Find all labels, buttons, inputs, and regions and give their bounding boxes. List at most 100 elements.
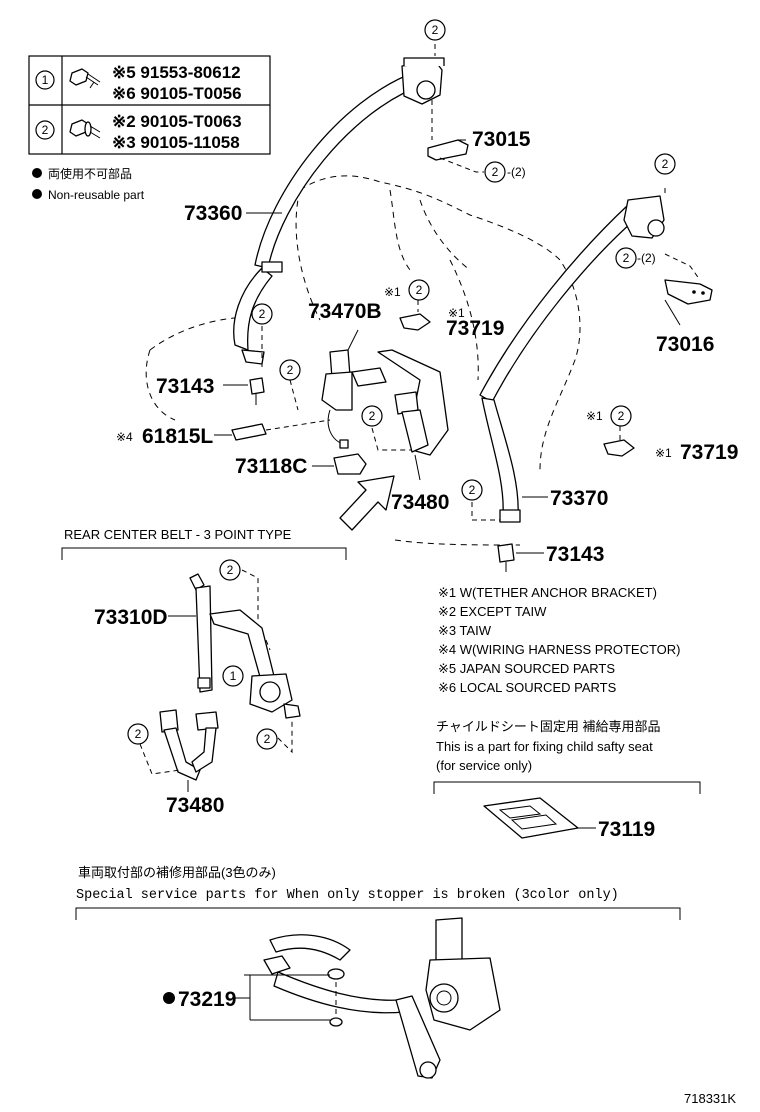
part-number-73219: 73219 [178, 988, 236, 1011]
svg-text:2: 2 [287, 363, 294, 377]
leader-bolt-right [471, 502, 500, 521]
bolt-icon [69, 68, 101, 89]
part-number-73370: 73370 [550, 487, 608, 510]
note-x1-73719-lower: ※1 [586, 409, 603, 423]
svg-text:(for service only): (for service only) [436, 758, 532, 773]
svg-text:2: 2 [492, 165, 499, 179]
footnotes: ※1 W(TETHER ANCHOR BRACKET) ※2 EXCEPT TA… [438, 585, 681, 695]
svg-text:2: 2 [469, 483, 476, 497]
flange-bolt-icon [69, 119, 101, 139]
svg-text:※4 W(WIRING HARNESS PROTECTOR): ※4 W(WIRING HARNESS PROTECTOR) [438, 642, 681, 657]
svg-text:※3 TAIW: ※3 TAIW [438, 623, 492, 638]
center-belt-73310D [189, 573, 301, 719]
part-number-73118C: 73118C [235, 455, 307, 478]
non-reusable-bullet [163, 992, 175, 1004]
center-buckle-73480 [159, 709, 219, 781]
legend-row2-line1: ※2 90105-T0063 [112, 112, 242, 131]
part-number-61815L: 61815L [142, 425, 213, 448]
svg-text:2: 2 [432, 23, 439, 37]
svg-text:2: 2 [623, 251, 630, 265]
svg-text:※6 LOCAL SOURCED PARTS: ※6 LOCAL SOURCED PARTS [438, 680, 617, 695]
stopper-service-section: 車両取付部の補修用部品(3色のみ) Special service parts … [75, 865, 681, 1079]
legend-row1-line1: ※5 91553-80612 [112, 63, 241, 82]
leader-73015-bolt [439, 157, 484, 173]
svg-text:両使用不可部品: 両使用不可部品 [48, 166, 132, 181]
rear-seat-outline [145, 175, 581, 546]
svg-text:2: 2 [259, 307, 266, 321]
svg-text:1: 1 [230, 669, 237, 683]
legend-row2-line2: ※3 90105-11058 [112, 133, 240, 152]
part-number-73719-upper: 73719 [446, 317, 504, 340]
buckle-73470B [321, 349, 387, 449]
part-number-73143-right: 73143 [546, 543, 604, 566]
part-number-73360: 73360 [184, 202, 242, 225]
part-number-73016: 73016 [656, 333, 714, 356]
bracket-73118C [333, 453, 367, 475]
bracket-73719-upper [399, 313, 431, 331]
qty-73015-bolt: -(2) [507, 165, 526, 179]
svg-text:Non-reusable part: Non-reusable part [48, 188, 145, 202]
svg-text:2: 2 [135, 727, 142, 741]
bolt-73143-left [249, 377, 265, 405]
bracket-73119 [483, 797, 579, 839]
anchor-73015 [427, 139, 469, 161]
svg-text:車両取付部の補修用部品(3色のみ): 車両取付部の補修用部品(3色のみ) [78, 865, 276, 880]
part-number-73470B: 73470B [308, 300, 382, 323]
svg-text:2: 2 [227, 563, 234, 577]
svg-text:1: 1 [42, 73, 49, 87]
leader-bolt-center [289, 379, 299, 411]
right-upper-retractor [623, 195, 665, 239]
svg-text:※2 EXCEPT TAIW: ※2 EXCEPT TAIW [438, 604, 547, 619]
part-number-73719-lower: 73719 [680, 441, 738, 464]
qty-73016-bolt: -(2) [637, 251, 656, 265]
note-x1-73719-lower-b: ※1 [655, 446, 672, 460]
anchor-73016 [664, 279, 713, 305]
protector-61815L [231, 423, 267, 441]
svg-text:チャイルドシート固定用 補給専用部品: チャイルドシート固定用 補給専用部品 [436, 719, 660, 734]
note-x4-61815L: ※4 [116, 430, 133, 444]
svg-text:2: 2 [264, 732, 271, 746]
svg-text:※5 JAPAN SOURCED PARTS: ※5 JAPAN SOURCED PARTS [438, 661, 615, 676]
part-number-73015: 73015 [472, 128, 531, 151]
stopper-belt-assembly [263, 917, 501, 1079]
part-number-73480-main: 73480 [391, 491, 449, 514]
svg-text:Special service parts fo: Special service parts for When only stop… [76, 888, 619, 903]
svg-text:2: 2 [416, 283, 423, 297]
center-buckle-leader [139, 743, 181, 775]
svg-text:2: 2 [662, 157, 669, 171]
note-x1-73719-upper: ※1 [384, 285, 401, 299]
bolt-73143-right [497, 543, 515, 572]
rear-center-belt-section: REAR CENTER BELT - 3 POINT TYPE 2 1 2 73… [61, 527, 347, 817]
leader-buckle-bolt [371, 427, 412, 451]
svg-text:2: 2 [618, 409, 625, 423]
part-number-73310D: 73310D [94, 606, 168, 629]
legend-table: 1 ※5 91553-80612 ※6 90105-T0056 2 ※2 901… [28, 55, 271, 155]
leader-73016-bolt [664, 253, 701, 281]
svg-text:This is a part for fixing chil: This is a part for fixing child safty se… [436, 739, 653, 754]
legend-callout-2: 2 [35, 120, 55, 140]
label-leaders [214, 139, 681, 554]
buckle-73480 [377, 349, 449, 456]
note-x1-73719-upper-b: ※1 [448, 306, 465, 320]
child-seat-section: チャイルドシート固定用 補給専用部品 This is a part for fi… [433, 719, 701, 841]
rear-center-title: REAR CENTER BELT - 3 POINT TYPE [64, 527, 292, 542]
legend-row1-line2: ※6 90105-T0056 [112, 84, 242, 103]
upper-anchor-retractor [401, 57, 445, 105]
non-reusable-legend: 両使用不可部品 Non-reusable part [32, 166, 145, 202]
part-number-73480-center: 73480 [166, 794, 224, 817]
leader-73015-upper [431, 44, 436, 140]
svg-text:2: 2 [42, 123, 49, 137]
svg-text:※1 W(TETHER ANCHOR BRACKET): ※1 W(TETHER ANCHOR BRACKET) [438, 585, 657, 600]
leader-61815L [265, 419, 331, 431]
right-seat-belt [479, 204, 641, 523]
bracket-73719-lower [603, 439, 635, 457]
legend-callout-1: 1 [35, 70, 55, 90]
svg-text:2: 2 [369, 409, 376, 423]
callout-markers: 2 2 2 2 2 2 2 2 2 2 [251, 19, 676, 501]
part-number-73119: 73119 [598, 818, 655, 841]
center-belt-bolt-leader [277, 720, 293, 754]
part-number-73143-left: 73143 [156, 375, 214, 398]
diagram-id: 718331K [684, 1091, 736, 1106]
direction-arrow [339, 475, 395, 531]
